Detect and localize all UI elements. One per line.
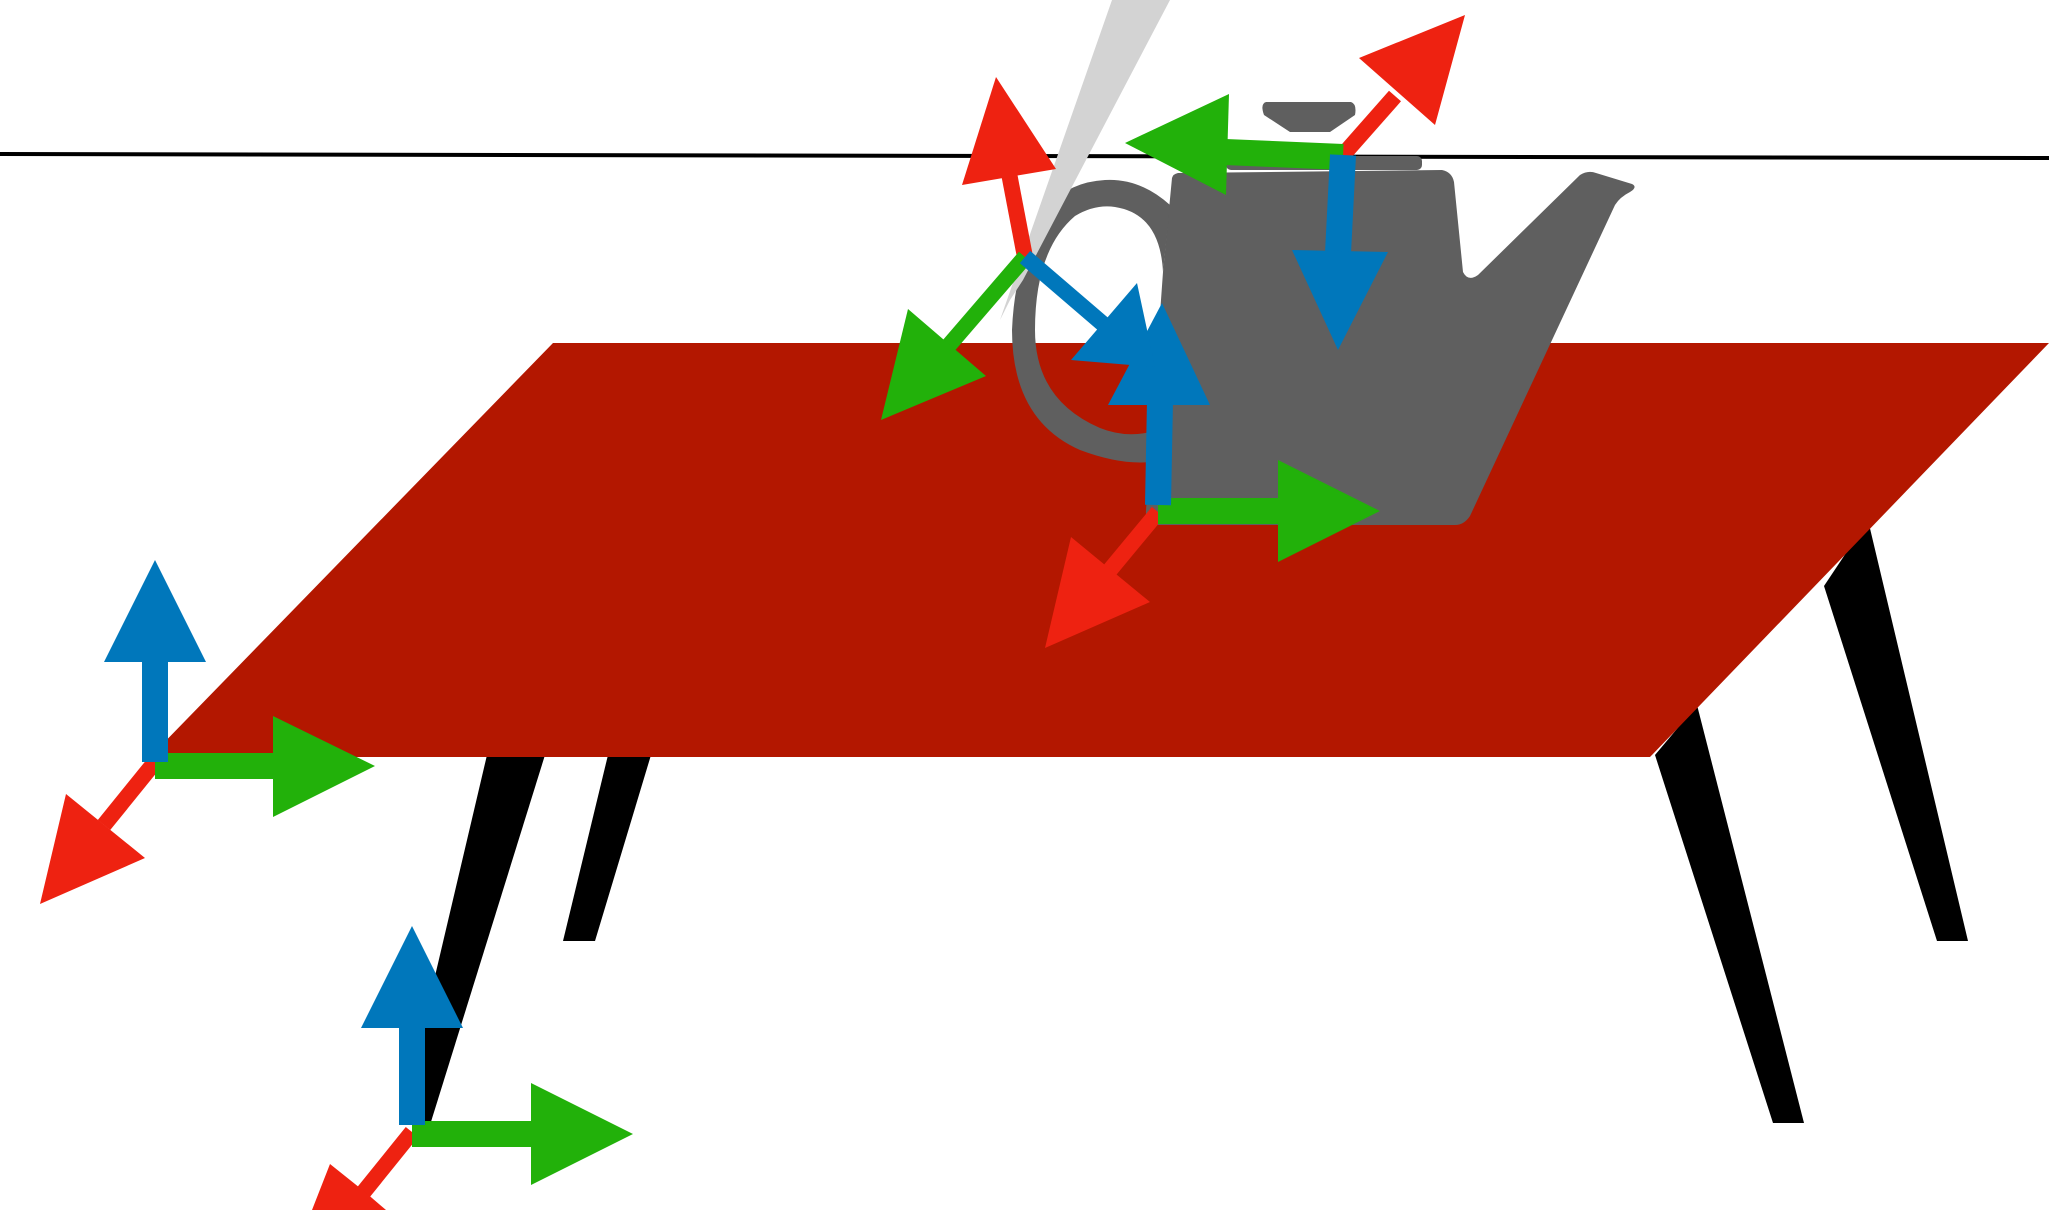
z-axis-arrow: [361, 926, 463, 1125]
teapot-frame-lid: [1125, 15, 1465, 350]
table-legs: [400, 520, 1968, 1125]
teapot: [1012, 102, 1635, 525]
x-axis-arrow: [1045, 506, 1165, 648]
z-axis-arrow: [1019, 250, 1155, 367]
x-axis-arrow: [312, 1126, 419, 1210]
y-axis-arrow: [155, 716, 375, 817]
table-leg-front-right: [1655, 705, 1804, 1123]
x-axis-arrow: [1336, 15, 1465, 161]
z-axis-arrow: [1108, 303, 1210, 506]
teapot-handle: [1012, 179, 1170, 463]
teapot-body: [1145, 170, 1635, 525]
z-axis-arrow: [104, 560, 206, 762]
teapot-lid-knob: [1262, 102, 1356, 132]
world-frame-bottom: [312, 926, 633, 1210]
world-frame-left: [40, 560, 375, 904]
y-axis-arrow: [1158, 460, 1380, 562]
x-axis-arrow: [40, 756, 162, 904]
table-leg-back-left: [563, 755, 651, 941]
z-axis-arrow: [1292, 154, 1388, 350]
table-leg-front-left: [400, 755, 545, 1125]
light-ray: [1000, 0, 1170, 320]
y-axis-arrow: [881, 251, 1032, 420]
teapot-frame-handle: [881, 77, 1155, 420]
tabletop: [150, 343, 2049, 757]
y-axis-arrow: [1125, 94, 1344, 195]
teapot-frame-base: [1045, 303, 1380, 648]
x-axis-arrow: [962, 77, 1056, 259]
table-leg-back-right: [1824, 520, 1968, 941]
y-axis-arrow: [412, 1083, 633, 1185]
